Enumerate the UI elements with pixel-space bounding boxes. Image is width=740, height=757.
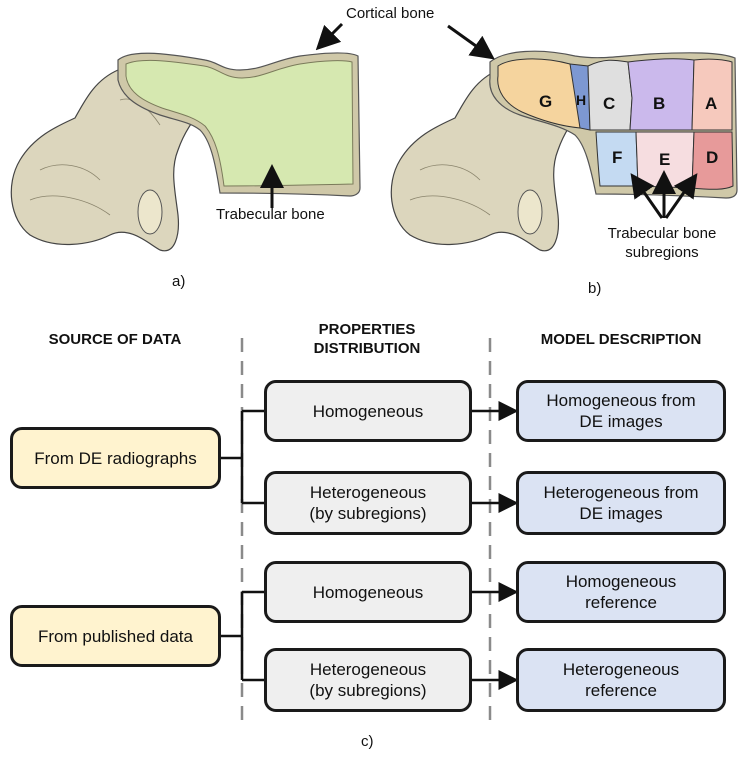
model-box-3: Homogeneous reference xyxy=(516,561,726,623)
subregions-label-line2: subregions xyxy=(625,244,699,261)
trabecular-bone-label: Trabecular bone xyxy=(216,206,325,223)
header-source: SOURCE OF DATA xyxy=(48,331,182,348)
region-letter-a: A xyxy=(705,94,718,113)
region-letter-c: C xyxy=(603,94,616,113)
region-g xyxy=(497,58,581,129)
region-letter-h: H xyxy=(576,92,587,108)
model-box-line2: DE images xyxy=(579,504,663,523)
property-box-line1: Heterogeneous xyxy=(309,660,427,679)
region-letter-g: G xyxy=(539,92,553,111)
model-box-line1: Homogeneous from xyxy=(546,391,696,410)
subregions-label-line1: Trabecular bone xyxy=(607,225,717,242)
header-properties-line2: DISTRIBUTION xyxy=(313,340,421,357)
vertebra-b xyxy=(390,24,738,252)
model-box-line2: reference xyxy=(585,681,657,700)
property-box-line1: Homogeneous xyxy=(312,401,424,421)
model-box-2: Heterogeneous from DE images xyxy=(516,471,726,535)
caption-a: a) xyxy=(172,273,186,290)
model-box-line1: Homogeneous xyxy=(565,572,677,591)
region-letter-d: D xyxy=(706,148,719,167)
property-box-heterogeneous-1: Heterogeneous (by subregions) xyxy=(264,471,472,535)
header-properties-line1: PROPERTIES xyxy=(318,321,416,338)
property-box-homogeneous-1: Homogeneous xyxy=(264,380,472,442)
model-box-4: Heterogeneous reference xyxy=(516,648,726,712)
property-box-line2: (by subregions) xyxy=(309,681,427,700)
caption-c: c) xyxy=(361,733,374,750)
model-box-1: Homogeneous from DE images xyxy=(516,380,726,442)
region-b xyxy=(627,58,695,131)
header-properties: PROPERTIES DISTRIBUTION xyxy=(262,320,472,358)
property-box-line1: Homogeneous xyxy=(312,582,424,602)
region-letter-f: F xyxy=(612,148,623,167)
property-box-line2: (by subregions) xyxy=(309,504,427,523)
model-box-line2: reference xyxy=(585,593,657,612)
trabecular-region-a xyxy=(125,59,354,187)
property-box-line1: Heterogeneous xyxy=(309,483,427,502)
region-letter-b: B xyxy=(653,94,666,113)
model-box-line1: Heterogeneous xyxy=(562,660,680,679)
source-box-published-data: From published data xyxy=(10,605,221,667)
cortical-bone-label: Cortical bone xyxy=(346,5,435,22)
region-letter-e: E xyxy=(659,150,671,169)
model-box-line1: Heterogeneous from xyxy=(543,483,699,502)
vertebra-illustrations xyxy=(10,22,738,252)
model-box-line2: DE images xyxy=(579,412,663,431)
region-a xyxy=(691,58,733,131)
caption-b: b) xyxy=(588,280,602,297)
property-box-homogeneous-2: Homogeneous xyxy=(264,561,472,623)
source-box-de-radiographs: From DE radiographs xyxy=(10,427,221,489)
vertebra-a xyxy=(10,22,361,252)
subregions-label: Trabecular bone subregions xyxy=(592,224,732,262)
header-model: MODEL DESCRIPTION xyxy=(540,331,702,348)
property-box-heterogeneous-2: Heterogeneous (by subregions) xyxy=(264,648,472,712)
